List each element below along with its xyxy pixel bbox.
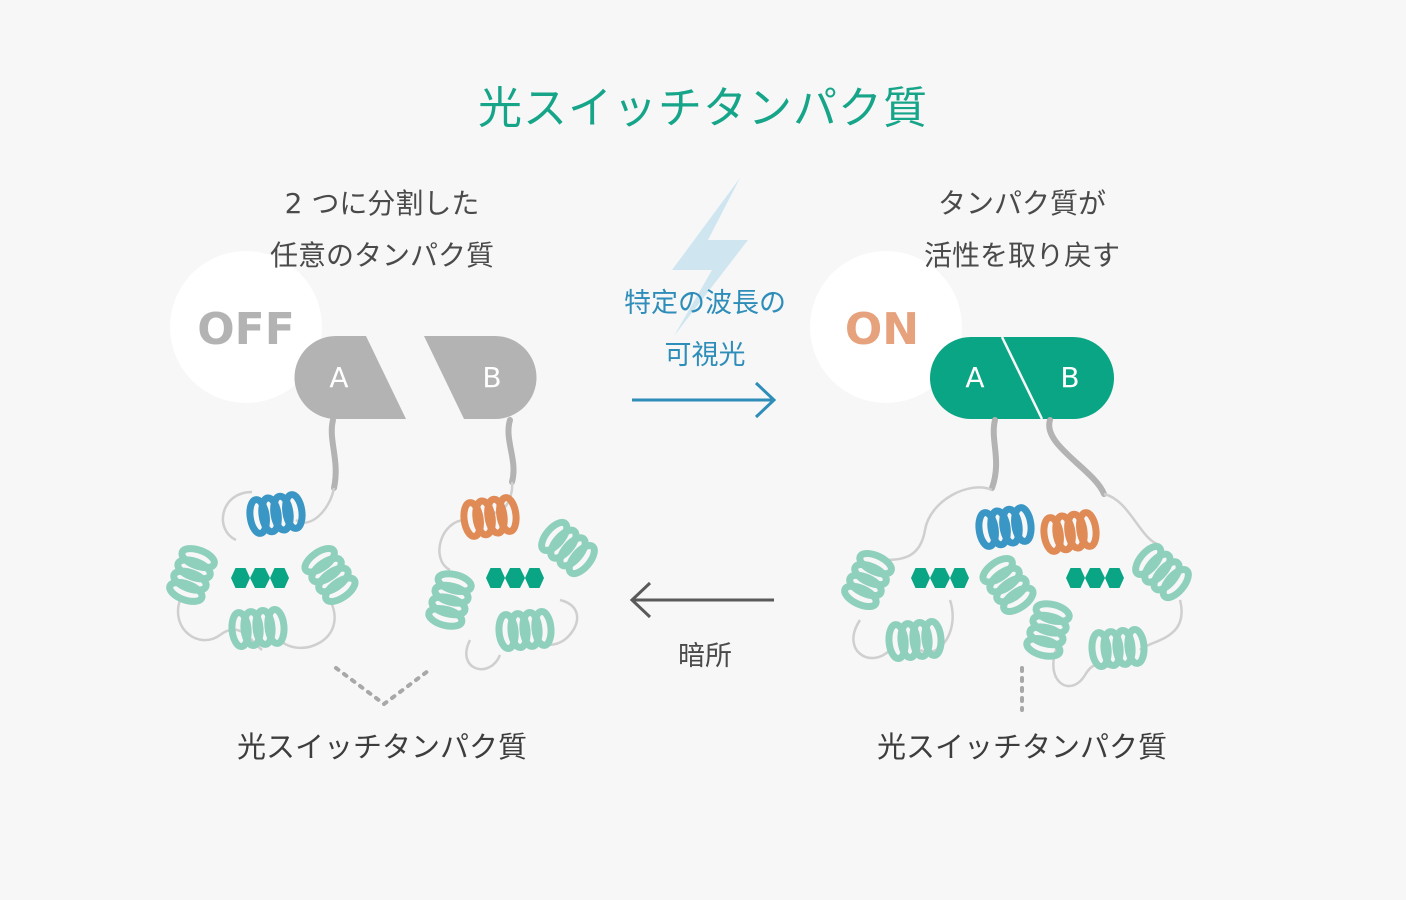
segment-a-on-label: A	[965, 361, 984, 394]
segment-b-off-label: B	[482, 361, 501, 394]
orange-helix-right	[1042, 512, 1098, 553]
orange-helix-left	[462, 497, 518, 538]
blue-helix-right	[977, 507, 1033, 548]
on-label: ON	[845, 304, 919, 355]
right-bottom-label: 光スイッチタンパク質	[876, 730, 1167, 764]
light-label-line-2: 可視光	[664, 340, 746, 371]
off-label: OFF	[197, 304, 295, 355]
segment-b-on-label: B	[1060, 361, 1079, 394]
right-caption: タンパク質が 活性を取り戻す	[872, 178, 1172, 282]
page-title: 光スイッチタンパク質	[478, 83, 928, 134]
on-state-circle	[810, 251, 962, 403]
off-state-circle	[170, 251, 322, 403]
left-caption: 2 つに分割した 任意のタンパク質	[232, 178, 532, 282]
left-caption-line-2: 任意のタンパク質	[269, 239, 494, 272]
dark-arrow-label: 暗所	[678, 641, 732, 672]
right-caption-line-2: 活性を取り戻す	[923, 239, 1120, 272]
light-label-line-1: 特定の波長の	[624, 288, 786, 319]
segment-a-off-label: A	[329, 361, 348, 394]
left-bottom-label: 光スイッチタンパク質	[236, 730, 527, 764]
segment-a-off	[294, 336, 406, 419]
dark-arrow	[629, 581, 774, 619]
light-arrow	[632, 381, 777, 419]
pointer-lines	[334, 666, 1024, 712]
linkers	[328, 417, 1107, 497]
blue-helix-left	[248, 494, 304, 535]
segment-b-off	[424, 336, 537, 419]
segment-split-line	[1000, 336, 1044, 420]
right-caption-line-1: タンパク質が	[937, 187, 1106, 220]
lightning-bolt-icon	[672, 178, 748, 336]
light-arrow-label: 特定の波長の 可視光	[600, 278, 810, 382]
protein-loops	[176, 481, 1183, 688]
left-caption-line-1: 2 つに分割した	[284, 187, 480, 220]
